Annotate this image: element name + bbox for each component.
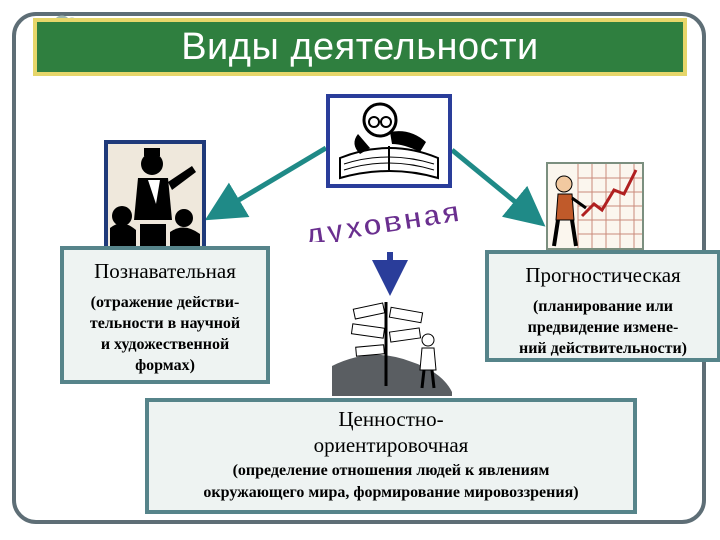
cognitive-description: (отражение действи- тельности в научной …: [64, 292, 266, 376]
spiritual-label: духовная: [303, 196, 465, 242]
value-oriented-activity-box: Ценностно- ориентировочная (определение …: [145, 398, 637, 514]
cognitive-desc-line: и художественной: [100, 336, 230, 353]
arrow-right: [450, 148, 546, 227]
cognitive-desc-line: (отражение действи-: [90, 294, 240, 311]
value-title-line: ориентировочная: [313, 433, 469, 457]
orator-image: [104, 140, 206, 250]
signpost-image: [332, 296, 452, 396]
prognostic-desc-line: (планирование или: [532, 298, 674, 315]
cognitive-activity-box: Познавательная (отражение действи- тельн…: [60, 246, 270, 384]
value-desc-line: (определение отношения людей к явлениям: [232, 462, 550, 479]
value-title: Ценностно- ориентировочная: [149, 406, 633, 458]
arrow-left: [204, 145, 328, 221]
reader-book-image: [326, 94, 452, 188]
prognostic-title: Прогностическая: [525, 263, 681, 287]
svg-text:духовная: духовная: [303, 196, 464, 242]
forecaster-graph-image: [546, 162, 644, 250]
cognitive-desc-line: формах): [135, 357, 195, 374]
value-desc-line: окружающего мира, формирование мировоззр…: [203, 484, 579, 501]
value-title-line: Ценностно-: [338, 407, 444, 431]
title-bar: Виды деятельности: [33, 18, 687, 76]
cognitive-title: Познавательная: [94, 259, 236, 283]
prognostic-desc-line: ний действительности): [518, 340, 687, 357]
value-description: (определение отношения людей к явлениям …: [149, 460, 633, 504]
prognostic-desc-line: предвидение измене-: [527, 319, 679, 336]
slide-title: Виды деятельности: [181, 25, 539, 68]
prognostic-description: (планирование или предвидение измене- ни…: [489, 296, 717, 359]
cognitive-desc-line: тельности в научной: [89, 315, 241, 332]
prognostic-activity-box: Прогностическая (планирование или предви…: [485, 250, 720, 362]
